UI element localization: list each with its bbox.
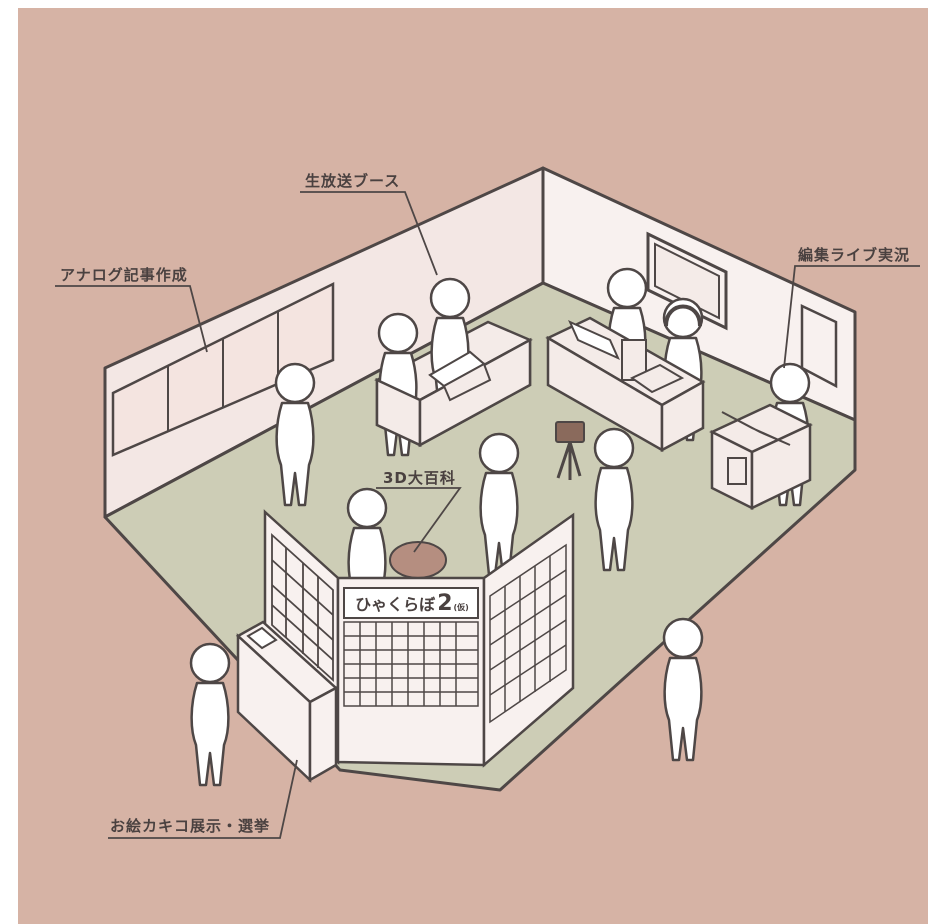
label-3d-encyclopedia: 3D大百科 [383,469,456,487]
leader-edit-live [783,265,920,369]
wall-poster [800,304,838,389]
leader-3d [376,487,462,553]
sign-board [343,587,479,619]
camera-on-tripod-icon [555,421,585,480]
sign-note: (仮) [453,602,469,612]
label-drawing-exhibit: お絵カキコ展示・選挙 [110,817,271,835]
headphones-icon [664,304,702,327]
sign-text: ひゃくらぼ 2 (仮) [348,589,476,617]
leader-live-booth [300,191,438,276]
label-live-booth: 生放送ブース [305,172,401,190]
label-analog-article: アナログ記事作成 [60,266,188,284]
sign-number: 2 [437,590,453,616]
leader-analog [55,285,208,353]
sign-title: ひゃくらぼ [355,595,436,614]
leader-drawing [108,759,298,839]
label-edit-live: 編集ライブ実況 [798,246,911,264]
